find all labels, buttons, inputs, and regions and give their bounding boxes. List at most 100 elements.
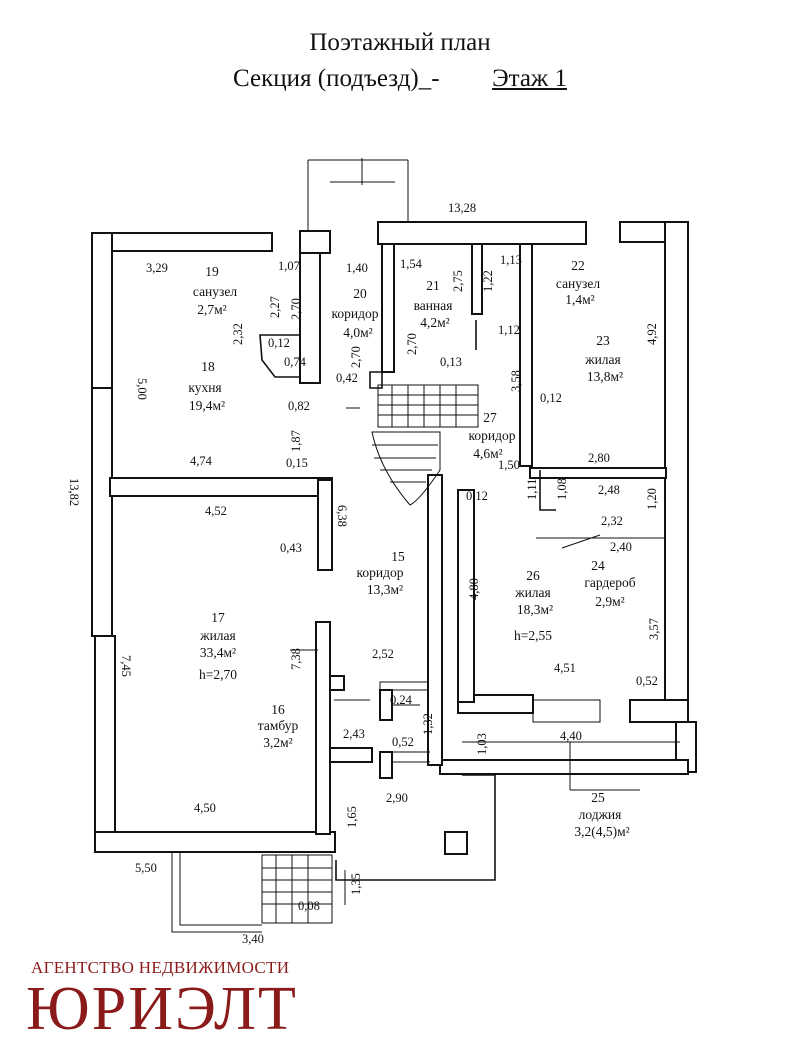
room-25-num: 25 (591, 790, 605, 805)
dimension: 1,50 (498, 458, 520, 472)
dimension: 0,12 (540, 391, 562, 405)
room-22-name: санузел (556, 276, 600, 291)
dimension: 1,07 (278, 259, 300, 273)
walls (91, 221, 697, 853)
dimension: 2,32 (231, 323, 245, 345)
room-23-area: 13,8м² (587, 369, 623, 384)
room-25-area: 3,2(4,5)м² (574, 824, 629, 839)
wall (439, 759, 689, 775)
dimension: 2,70 (349, 346, 363, 368)
dimension: 0,13 (440, 355, 462, 369)
dimension: 0,12 (466, 489, 488, 503)
dimension: 2,70 (405, 333, 419, 355)
room-15-name: коридор (357, 565, 404, 580)
wall (381, 243, 395, 373)
wall (427, 474, 443, 766)
dimension: 0,24 (390, 693, 413, 707)
loggia (335, 681, 601, 881)
section-label: Секция (подъезд)_- (233, 65, 440, 92)
dimension: 2,70 (289, 298, 303, 320)
wall (457, 489, 475, 703)
dimension: 2,40 (610, 540, 632, 554)
room-19-name: санузел (193, 284, 237, 299)
dimension: 1,11 (525, 479, 539, 500)
wall (317, 479, 333, 571)
room-22-area: 1,4м² (565, 292, 594, 307)
dimension: 2,75 (451, 270, 465, 292)
room-19-num: 19 (205, 264, 219, 279)
dimension: 2,43 (343, 727, 365, 741)
wall (91, 387, 113, 637)
floor-label: Этаж 1 (492, 65, 567, 92)
room-24-name: гардероб (584, 575, 635, 590)
wall (329, 747, 373, 763)
dimension: 2,90 (386, 791, 408, 805)
dimension: 13,82 (67, 478, 81, 506)
dimension: 0,52 (636, 674, 658, 688)
room-24-num: 24 (591, 558, 605, 573)
dimension: 2,48 (598, 483, 620, 497)
dimension: 0,15 (286, 456, 308, 470)
dimension: 0,82 (288, 399, 310, 413)
dimension: 4,80 (467, 578, 481, 600)
room-19-area: 2,7м² (197, 302, 226, 317)
dimension: 1,54 (400, 257, 423, 271)
dimension: 3,57 (647, 618, 661, 640)
dimension: 1,32 (421, 713, 435, 735)
dimension: 2,27 (268, 296, 282, 318)
dimension: 1,13 (500, 253, 522, 267)
dimension: 1,03 (475, 733, 489, 755)
room-18-num: 18 (201, 359, 215, 374)
wall (299, 252, 321, 384)
dimension: 1,20 (645, 488, 659, 510)
wall (664, 221, 689, 723)
room-16-num: 16 (271, 702, 285, 717)
entrance-porch (307, 158, 409, 232)
dimension: 7,45 (119, 655, 133, 677)
dimension: 3,58 (509, 370, 523, 392)
room-25-name: лоджия (579, 807, 622, 822)
dimension: 0,08 (298, 899, 320, 913)
dimension: 0,52 (392, 735, 414, 749)
dimension: 4,74 (190, 454, 213, 468)
dimension: 1,12 (498, 323, 520, 337)
wall (519, 243, 533, 467)
room-17-area: 33,4м² (200, 645, 236, 660)
room-20-name: коридор (332, 306, 379, 321)
dimension: 2,32 (601, 514, 623, 528)
brand-logo: ЮРИЭЛТ (26, 975, 298, 1043)
room-26-area: 18,3м² (517, 602, 553, 617)
room-20-area: 4,0м² (343, 325, 372, 340)
wall (629, 699, 689, 723)
room-23-name: жилая (584, 352, 621, 367)
room-15-area: 13,3м² (367, 582, 403, 597)
room-21-name: ванная (414, 298, 453, 313)
room-24-area: 2,9м² (595, 594, 624, 609)
wall (109, 477, 333, 497)
room-17-name: жилая (199, 628, 236, 643)
dimension-labels: 13,28 3,29 1,07 2,27 2,70 2,32 0,12 0,74… (67, 201, 661, 946)
dimension: 0,43 (280, 541, 302, 555)
dimension: 2,80 (588, 451, 610, 465)
dimension: 1,87 (289, 430, 303, 452)
dimension: 5,50 (135, 861, 157, 875)
room-15-num: 15 (391, 549, 405, 564)
dimension: 0,74 (284, 355, 307, 369)
wall (471, 243, 483, 315)
room-27-num: 27 (483, 410, 497, 425)
dimension: 3,29 (146, 261, 168, 275)
room-20-num: 20 (353, 286, 367, 301)
room-18-name: кухня (188, 380, 221, 395)
dimension: 1,08 (555, 478, 569, 500)
dimension: 0,12 (268, 336, 290, 350)
plan-subtitle: Секция (подъезд)_- Этаж 1 (0, 66, 800, 91)
plan-title: Поэтажный план (309, 29, 491, 56)
room-27-name: коридор (469, 428, 516, 443)
dimension: 4,50 (194, 801, 216, 815)
dimension: 5,00 (135, 378, 149, 400)
dimension: 7,38 (289, 648, 303, 670)
room-21-num: 21 (426, 278, 440, 293)
room-16-area: 3,2м² (263, 735, 292, 750)
room-17-height: h=2,70 (199, 667, 237, 682)
